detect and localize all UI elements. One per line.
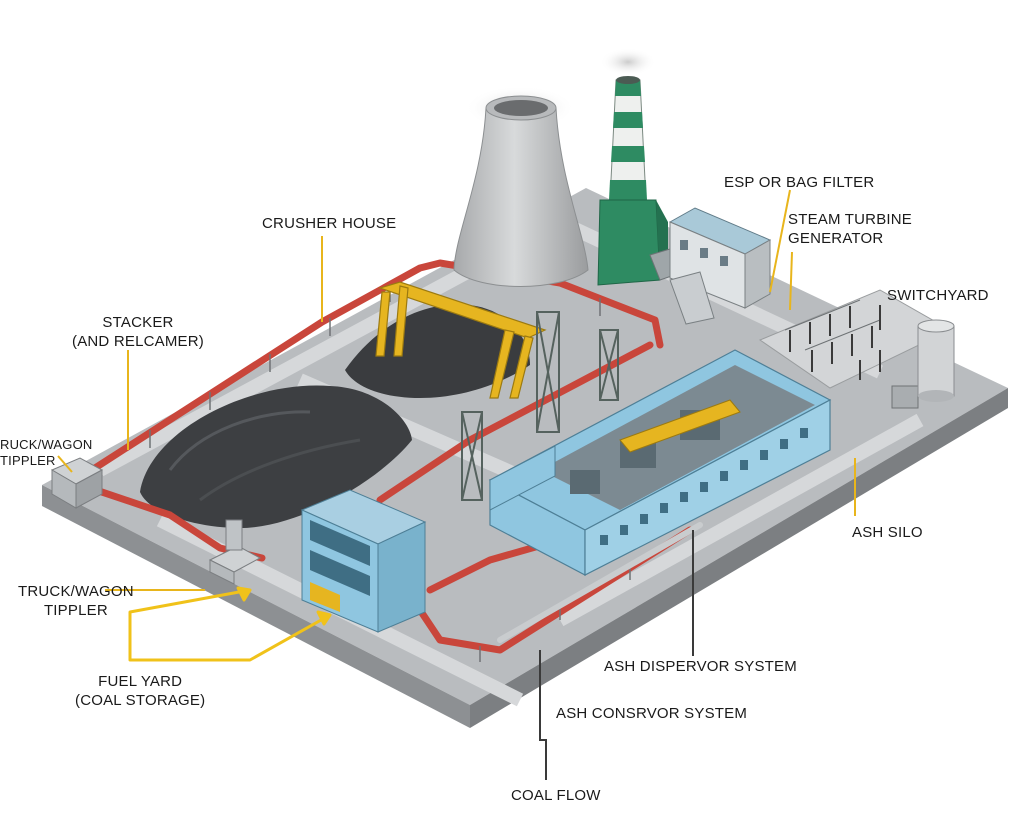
leader-steam-turbine [789,251,793,311]
label-truck-wagon-tippler-bottom: TRUCK/WAGON TIPPLER [18,583,134,619]
label-coal-flow: COAL FLOW [511,787,601,804]
label-ash-silo: ASH SILO [852,524,923,541]
leader-coal-flow [539,650,547,780]
conveyor-bottom [406,526,694,654]
label-truck-wagon-tippler-top: RUCK/WAGON TIPPLER [0,437,93,468]
label-steam-turbine-generator: STEAM TURBINE GENERATOR [788,211,913,247]
coal-flow-arrow [128,586,332,662]
label-ash-dispervor-system: ASH DISPERVOR SYSTEM [604,658,797,675]
leader-esp [769,189,791,293]
leader-wagon-tippler [57,455,73,473]
cooling-tower [453,86,589,287]
label-ash-conservor-system: ASH CONSRVOR SYSTEM [556,705,748,722]
leader-lines [57,189,856,591]
switchyard [758,289,952,409]
base-front-right [470,388,1008,728]
label-stacker: STACKER (AND RELCAMER) [72,314,204,350]
chimney [597,48,668,286]
base-front-left [42,485,470,728]
truck-tippler [208,519,262,585]
crusher-coal-pile [345,304,530,398]
conveyor-middle [376,341,654,504]
label-crusher-house: CRUSHER HOUSE [262,215,397,232]
turbine-hall [488,349,832,576]
trestle-towers [461,311,619,501]
label-switchyard: SWITCHYARD [887,287,989,304]
label-fuel-yard: FUEL YARD (COAL STORAGE) [75,673,206,709]
gantry-crane [375,281,547,399]
ash-silo [917,319,955,402]
crusher-house-building [300,489,427,633]
ash-pipes [497,522,703,643]
label-esp-bag-filter: ESP OR BAG FILTER [724,174,875,191]
dark-leader-lines [539,305,881,780]
wagon-tippler [50,457,104,509]
esp-building [668,207,772,325]
